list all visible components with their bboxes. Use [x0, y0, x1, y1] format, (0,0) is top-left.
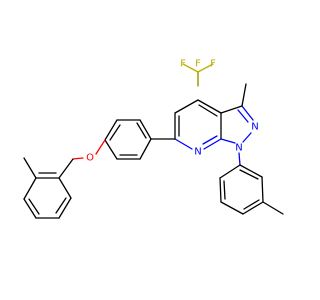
bond-ph-f	[139, 138, 152, 160]
bond-mt-d	[23, 198, 37, 219]
molecule-structure: F F F N N N O	[23, 59, 284, 219]
bond-n1-tolyl	[238, 152, 241, 166]
bond-n1-c7a	[220, 138, 236, 144]
bond-c3a-c4-double	[198, 104, 218, 117]
bond-tol-b-double	[223, 180, 226, 200]
atom-f1: F	[180, 59, 186, 70]
bond-tol-methyl	[262, 201, 284, 215]
bond-c6-n7	[174, 138, 193, 150]
bond-n2-n1	[242, 132, 252, 143]
bond-ph-a-double	[136, 122, 147, 139]
atom-f2: F	[195, 59, 201, 70]
bond-c3-methyl	[241, 83, 247, 107]
atom-f3: F	[210, 59, 216, 70]
atom-labels: F F F N N N O	[86, 59, 259, 164]
atom-n-pyridine: N	[194, 147, 201, 158]
bond-n7-c7a	[203, 138, 222, 150]
bond-ph-o	[95, 139, 106, 155]
bond-c3-n2-double	[237, 109, 249, 123]
bond-c-f2	[197, 63, 214, 73]
bond-c4-c5	[174, 99, 199, 114]
bond-tol-b	[219, 177, 222, 203]
bond-c3a-c4	[197, 99, 222, 114]
bond-mt-f-double	[55, 197, 67, 214]
bond-ph-c-double	[109, 124, 121, 141]
bond-mt-f	[58, 197, 72, 219]
bonds	[23, 63, 284, 219]
bond-c3-n2	[241, 105, 254, 121]
bond-mt-g	[58, 177, 72, 199]
bond-c-f1	[182, 63, 199, 73]
bond-tol-a	[219, 164, 241, 179]
atom-o-ether: O	[86, 153, 94, 164]
bond-mt-b	[23, 157, 37, 179]
bond-tol-e	[261, 176, 264, 203]
bond-ph-c	[104, 119, 118, 141]
bond-o-ch2	[72, 157, 84, 160]
bond-ph-d	[104, 139, 118, 160]
bond-c3a-c3	[220, 105, 243, 114]
bond-tol-d-double	[243, 199, 260, 210]
bond-tol-f	[239, 164, 263, 178]
bond-mt-d-double	[28, 198, 40, 215]
bond-ph-a	[139, 119, 152, 140]
bond-n7-c7a-double	[202, 135, 218, 145]
bond-tol-c	[220, 201, 244, 215]
bond-mt-c	[23, 177, 37, 200]
bond-tol-f-double	[239, 169, 259, 180]
bond-tol-d	[242, 201, 264, 215]
atom-n-pyrazole-2: N	[251, 122, 258, 133]
atom-n-pyrazole-1: N	[235, 143, 242, 154]
bond-ch2-ar	[58, 158, 74, 179]
